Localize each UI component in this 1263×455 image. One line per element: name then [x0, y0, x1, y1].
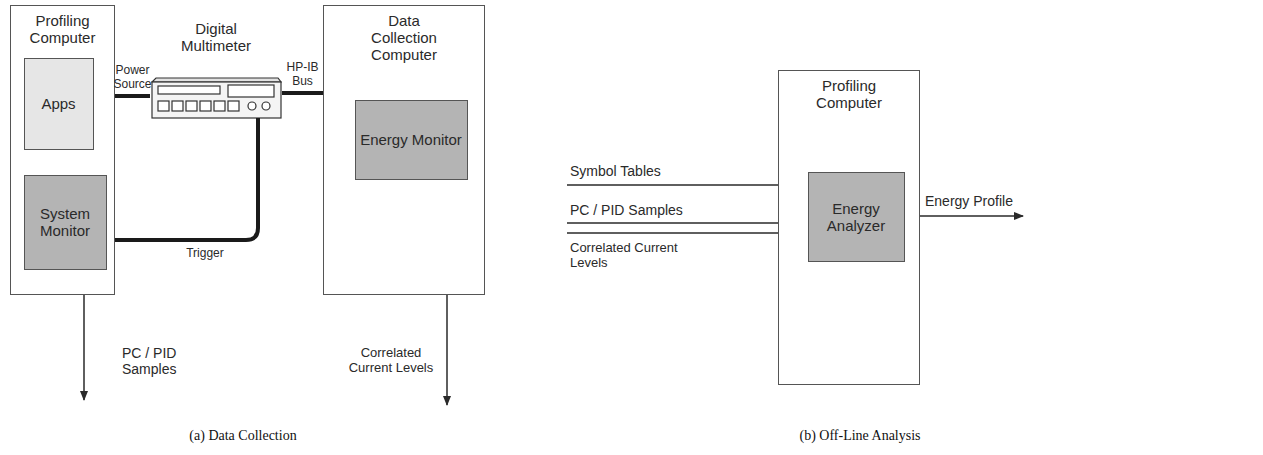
input-arrow: [567, 232, 807, 234]
node-text: Apps: [38, 95, 78, 112]
process-box: Energy Monitor: [355, 100, 468, 180]
node-text: Profiling Computer: [804, 77, 894, 111]
process-box: System Monitor: [24, 175, 107, 270]
node-text: Profiling Computer: [18, 12, 108, 46]
sub-caption: (b) Off-Line Analysis: [799, 428, 920, 444]
edge-label: Power Source: [110, 63, 156, 91]
node-text: Energy Monitor: [357, 131, 465, 148]
cable-connector: [115, 94, 150, 98]
computer-box: Profiling ComputerEnergy Analyzer: [778, 70, 920, 385]
edge-label: HP-IB Bus: [283, 60, 323, 88]
node-text: Energy Analyzer: [809, 200, 904, 234]
process-box: Apps: [24, 58, 94, 150]
node-text: Digital Multimeter: [166, 20, 266, 54]
multimeter-illustration: [152, 78, 281, 118]
node-text: Data Collection Computer: [362, 12, 447, 63]
flow-label: Correlated Current Levels: [570, 240, 680, 270]
flow-label: PC / PID Samples: [122, 345, 186, 377]
flow-label: PC / PID Samples: [570, 202, 683, 218]
edge-label: Trigger: [186, 246, 224, 260]
input-arrow: [567, 184, 807, 186]
input-arrow: [567, 222, 807, 224]
process-box: Energy Analyzer: [808, 172, 905, 262]
cable-connector: [107, 118, 259, 240]
flow-label: Symbol Tables: [570, 163, 661, 179]
sub-caption: (a) Data Collection: [189, 428, 296, 444]
flow-label: Energy Profile: [925, 193, 1013, 209]
flow-label: Correlated Current Levels: [345, 345, 437, 375]
node-text: System Monitor: [25, 205, 106, 239]
cable-connector: [282, 91, 323, 95]
computer-box: Profiling ComputerAppsSystem Monitor: [10, 5, 115, 295]
multimeter-device: Digital Multimeter: [150, 20, 282, 118]
computer-box: Data Collection ComputerEnergy Monitor: [323, 5, 485, 295]
